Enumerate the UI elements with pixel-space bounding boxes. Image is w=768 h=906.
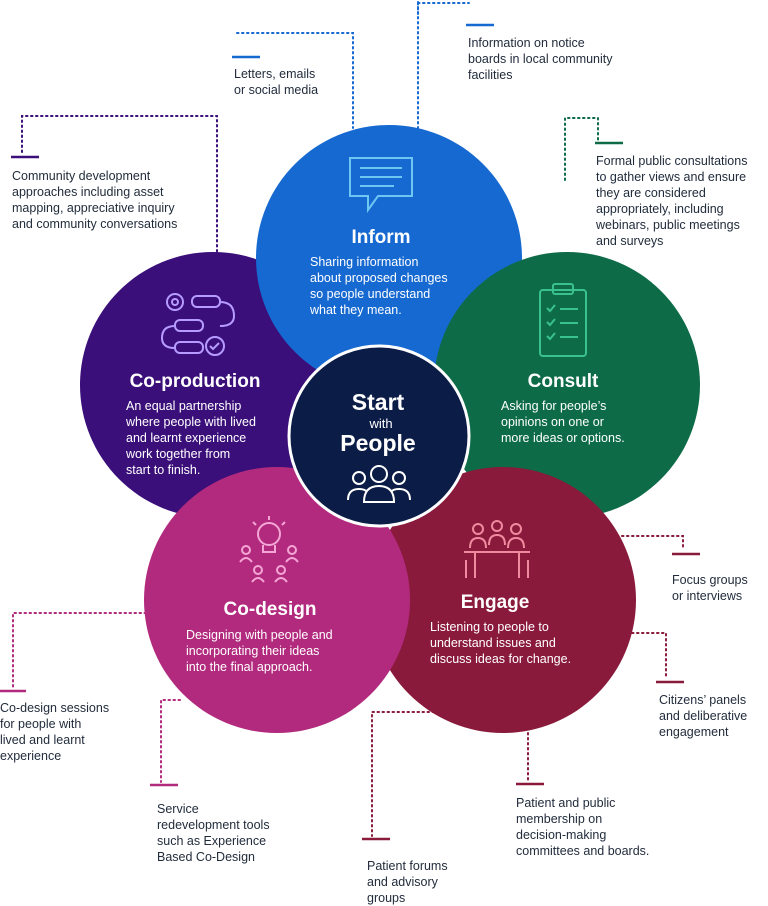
inform-desc-line: Sharing information — [310, 255, 418, 269]
connector-community-dev — [21, 115, 218, 259]
connector-notice-boards — [417, 1, 470, 141]
process-gears-icon — [160, 293, 236, 356]
coproduction-description: An equal partnership where people with l… — [125, 399, 256, 477]
center-title-start: Start — [352, 389, 405, 415]
consult-desc-line: Asking for people’s — [501, 399, 606, 413]
center-title-people: People — [340, 430, 415, 456]
note-service-tools: Service redevelopment tools such as Expe… — [157, 802, 270, 864]
codesign-desc-line: Designing with people and — [186, 628, 333, 642]
inform-title: Inform — [351, 227, 410, 248]
coproduction-desc-line: and learnt experience — [126, 431, 246, 445]
engage-title: Engage — [461, 592, 530, 613]
coproduction-desc-line: An equal partnership — [126, 399, 241, 413]
coproduction-desc-line: where people with lived — [125, 415, 256, 429]
note-notice-boards: Information on notice boards in local co… — [468, 36, 613, 82]
note-citizens-panels: Citizens’ panels and deliberative engage… — [659, 693, 748, 739]
center-title-with: with — [368, 416, 392, 431]
note-formal-consultations: Formal public consultations to gather vi… — [596, 154, 748, 248]
consult-description: Asking for people’s opinions on one or m… — [501, 399, 625, 445]
speech-bubble-icon — [349, 157, 413, 214]
consult-title: Consult — [528, 371, 599, 392]
circle-engage — [370, 467, 636, 733]
connector-service-tools — [160, 699, 181, 783]
coproduction-desc-line: start to finish. — [126, 463, 200, 477]
connector-codesign-sessions — [12, 612, 147, 691]
inform-desc-line: about proposed changes — [310, 271, 448, 285]
coproduction-title: Co-production — [130, 371, 261, 392]
connector-focus-groups — [611, 535, 684, 549]
connector-citizens-panels — [631, 632, 667, 679]
inform-description: Sharing information about proposed chang… — [309, 255, 448, 317]
inform-desc-line: what they mean. — [309, 303, 402, 317]
connector-letters — [236, 32, 354, 129]
note-patient-forums: Patient forums and advisory groups — [367, 859, 448, 905]
engage-desc-line: discuss ideas for change. — [430, 652, 571, 666]
circle-codesign — [144, 467, 410, 733]
connectors — [12, 1, 684, 837]
engage-desc-line: Listening to people to — [430, 620, 549, 634]
note-letters: Letters, emails or social media — [234, 67, 319, 97]
consult-desc-line: opinions on one or — [501, 415, 604, 429]
codesign-desc-line: into the final approach. — [186, 660, 312, 674]
connector-caps — [0, 23, 700, 841]
circle-consult — [434, 252, 700, 518]
engage-desc-line: understand issues and — [430, 636, 556, 650]
people-group-icon — [347, 465, 411, 503]
note-focus-groups: Focus groups or interviews — [672, 573, 748, 603]
note-codesign-sessions: Co-design sessions for people with lived… — [0, 701, 110, 763]
codesign-description: Designing with people and incorporating … — [186, 628, 333, 674]
connector-formal-consult — [564, 117, 599, 181]
consult-desc-line: more ideas or options. — [501, 431, 625, 445]
circle-center — [287, 344, 471, 528]
engage-description: Listening to people to understand issues… — [430, 620, 571, 666]
clipboard-checklist-icon — [539, 283, 587, 357]
codesign-desc-line: incorporating their ideas — [186, 644, 319, 658]
coproduction-desc-line: work together from — [125, 447, 230, 461]
lightbulb-people-icon — [239, 516, 299, 583]
inform-desc-line: so people understand — [310, 287, 430, 301]
note-community-development: Community development approaches includi… — [12, 169, 178, 231]
meeting-table-icon — [464, 520, 530, 578]
connector-patient-forums — [371, 711, 455, 837]
note-patient-membership: Patient and public membership on decisio… — [516, 796, 650, 858]
codesign-title: Co-design — [224, 599, 317, 620]
